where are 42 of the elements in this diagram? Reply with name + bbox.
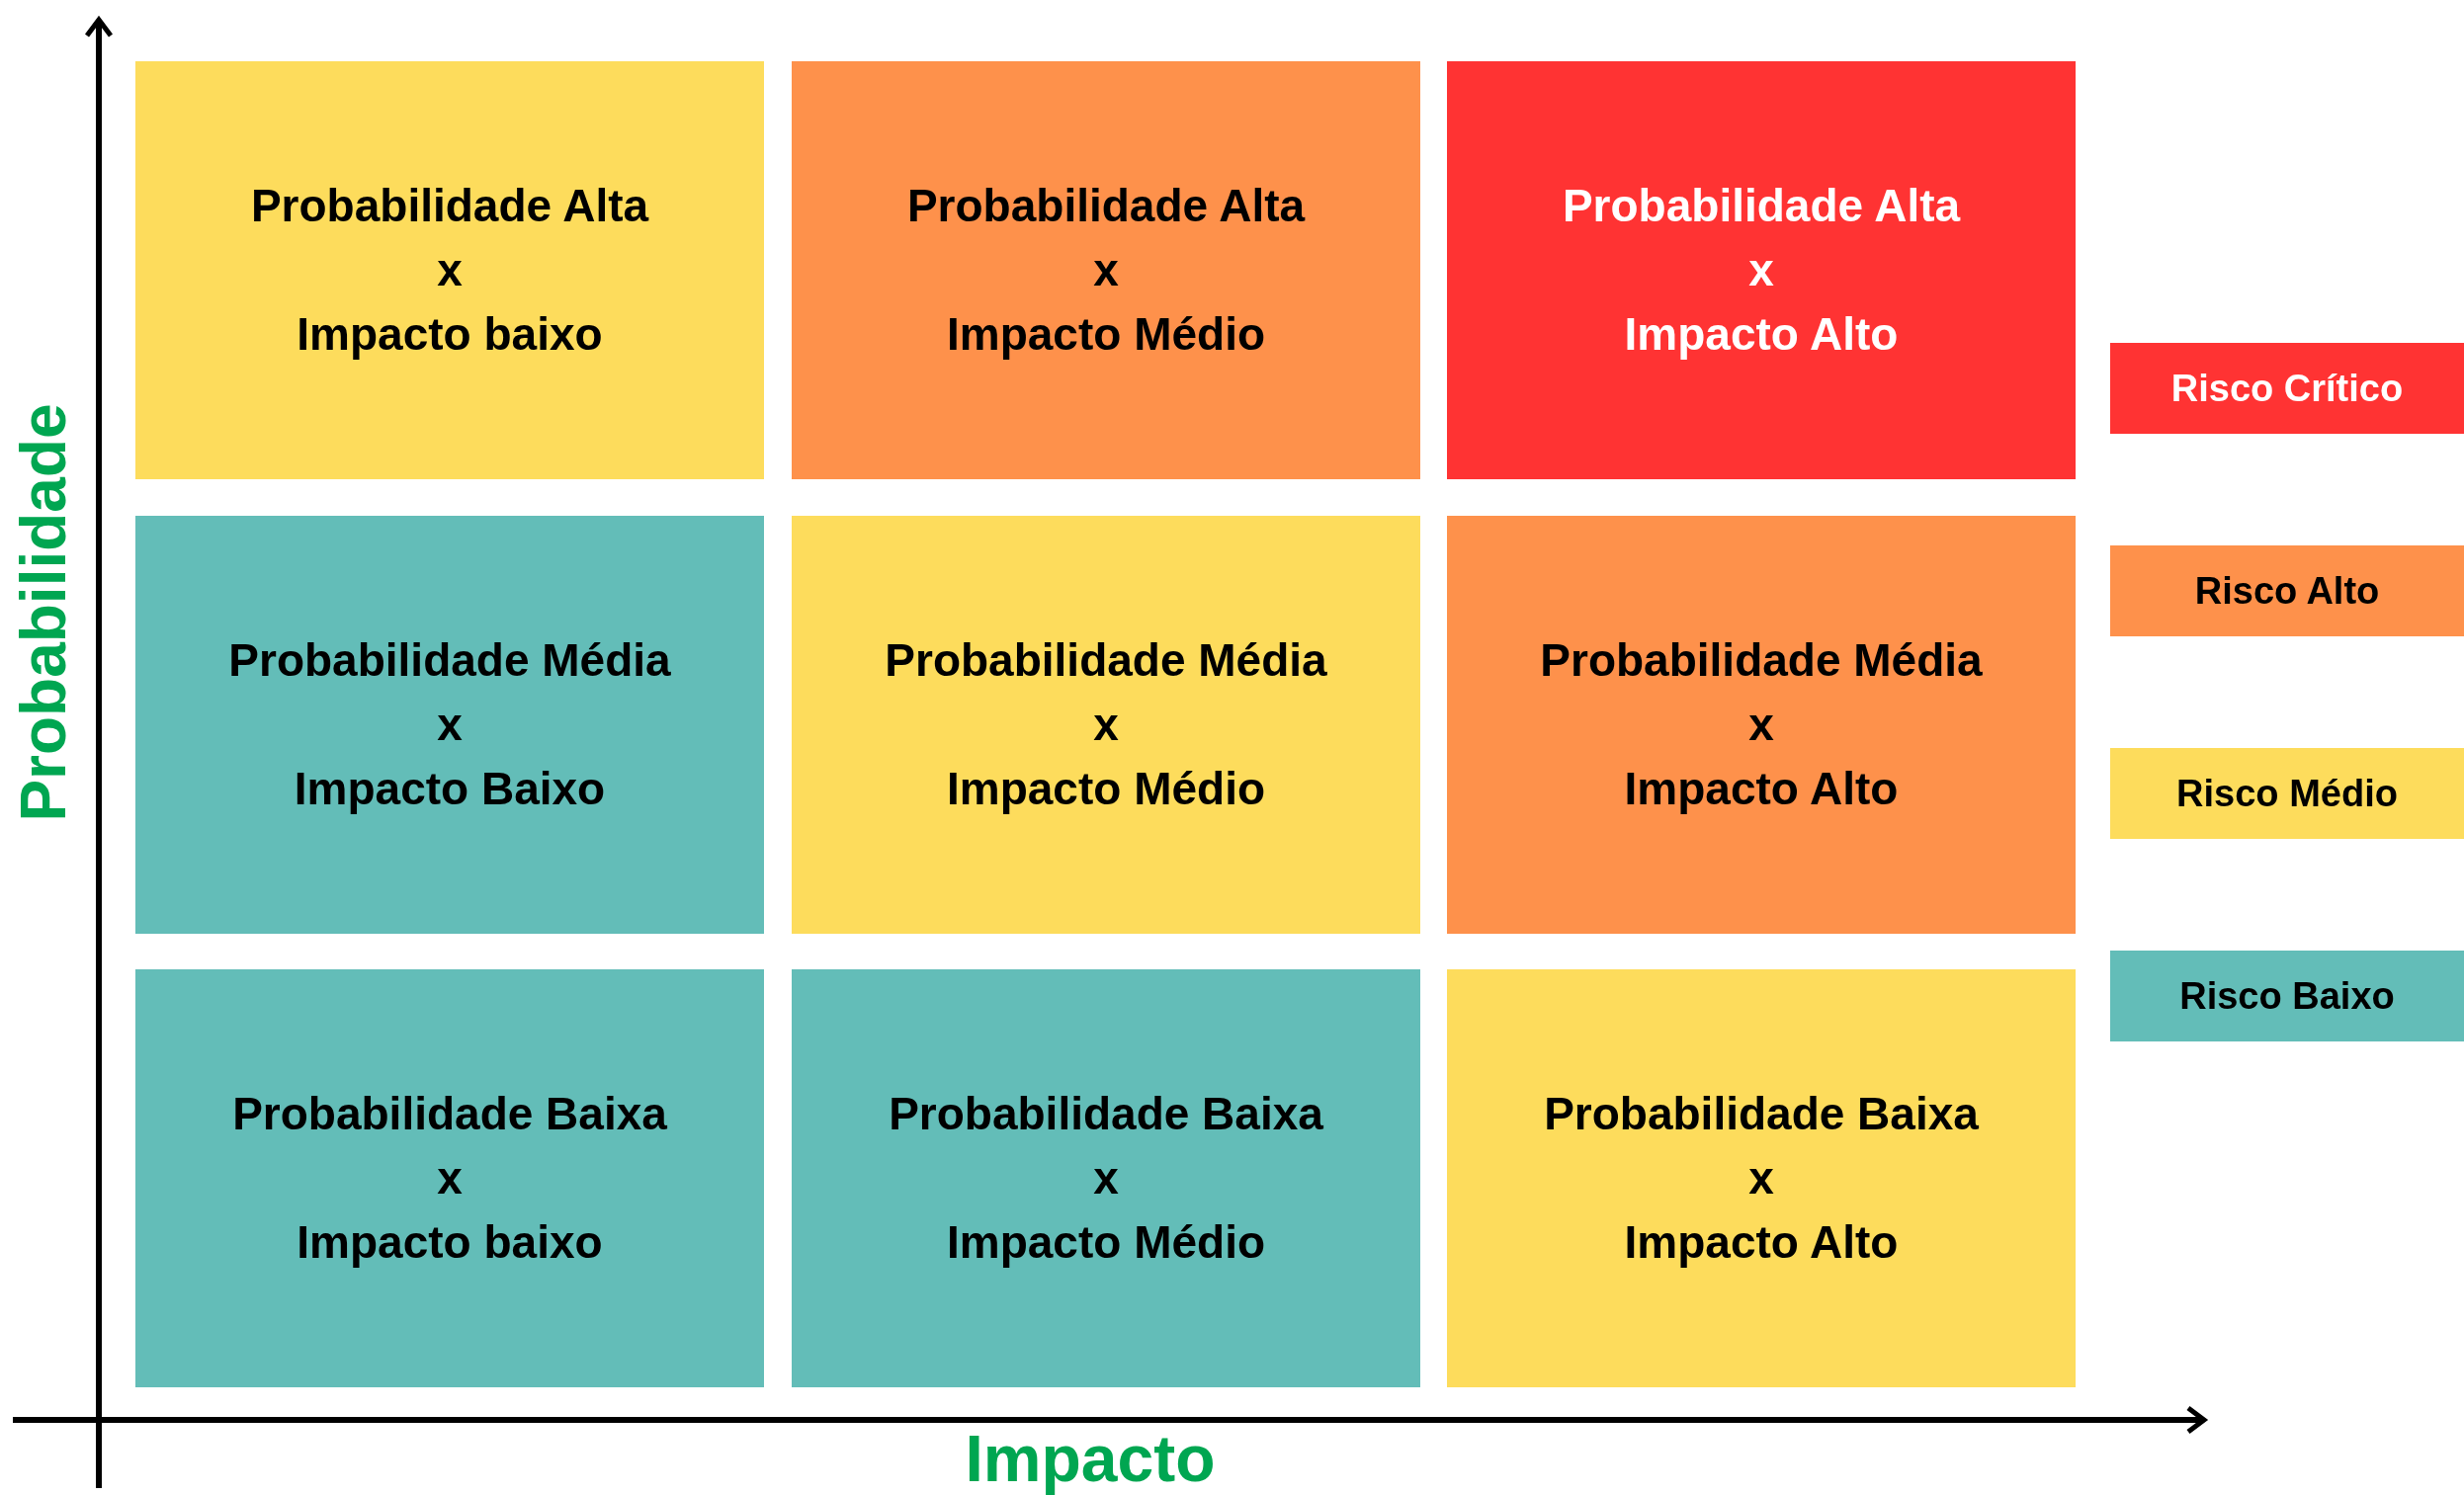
cell-text: x [1748,697,1774,752]
risk-cell [792,516,1420,934]
cell-text: Impacto Baixo [294,762,606,817]
cell-text: x [1748,1150,1774,1205]
cell-text: x [437,242,463,297]
risk-cell [1447,61,2076,479]
cell-text: Probabilidade Média [228,632,671,688]
cell-text: x [437,697,463,752]
cell-text: x [437,1150,463,1205]
risk-cell [135,516,764,934]
cell-text: x [1093,697,1119,752]
legend-label: Risco Alto [2194,569,2380,613]
axis-title: Probabilidade [7,403,80,822]
cell-text: x [1093,242,1119,297]
cell-text: Impacto baixo [297,307,603,363]
cell-text: Probabilidade Alta [906,178,1306,233]
cell-text: Probabilidade Média [1540,632,1983,688]
cell-text: Probabilidade Baixa [232,1086,667,1141]
axis-title: Impacto [965,1423,1216,1495]
cell-text: x [1748,242,1774,297]
cell-text: Probabilidade Média [885,632,1327,688]
risk-cell [135,61,764,479]
cell-text: Impacto Alto [1624,1215,1899,1271]
cell-text: Impacto Alto [1624,307,1899,363]
risk-cell [1447,516,2076,934]
risk-cell [1447,969,2076,1387]
cell-text: Impacto Médio [947,1215,1265,1271]
cell-text: Probabilidade Alta [250,178,649,233]
cell-text: Probabilidade Baixa [1544,1086,1979,1141]
risk-cell [792,61,1420,479]
cell-text: Probabilidade Alta [1562,178,1961,233]
cell-text: Impacto Médio [947,762,1265,817]
legend-label: Risco Crítico [2170,367,2404,410]
cell-text: Probabilidade Baixa [889,1086,1323,1141]
legend-label: Risco Médio [2176,772,2398,815]
cell-text: x [1093,1150,1119,1205]
risk-cell [792,969,1420,1387]
cell-text: Impacto Alto [1624,762,1899,817]
legend-label: Risco Baixo [2179,974,2395,1018]
risk-cell [135,969,764,1387]
cell-text: Impacto baixo [297,1215,603,1271]
cell-text: Impacto Médio [947,307,1265,363]
